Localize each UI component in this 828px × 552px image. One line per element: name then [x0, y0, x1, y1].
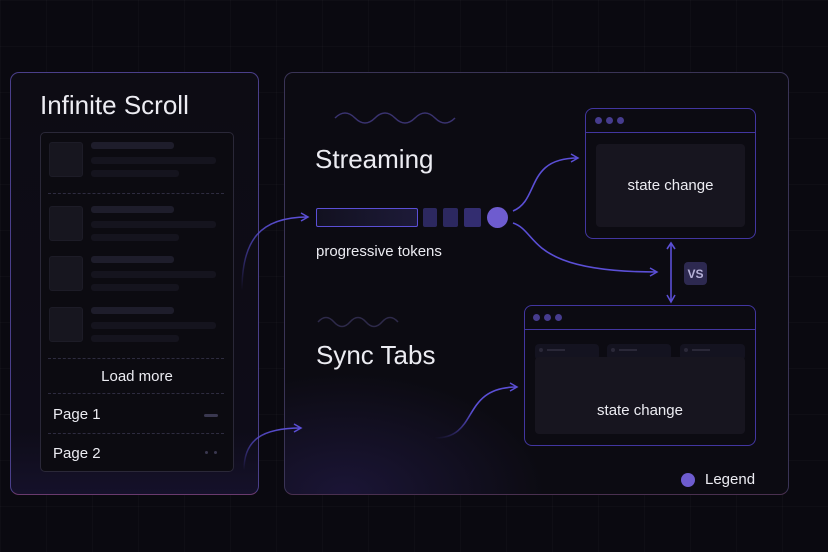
- vs-badge: VS: [684, 262, 707, 285]
- loading-dot-icon: [205, 451, 208, 454]
- window-dot-icon: [606, 117, 613, 124]
- tab[interactable]: [607, 344, 671, 360]
- skeleton-line: [91, 322, 216, 329]
- skeleton-line: [91, 307, 174, 314]
- list-box: [40, 132, 234, 472]
- skeleton-thumbnail: [49, 206, 83, 241]
- token-buffer: [316, 208, 418, 227]
- collapse-indicator-icon: [204, 414, 218, 417]
- arrow-to-sync: [243, 423, 303, 471]
- tab[interactable]: [535, 344, 599, 360]
- streaming-state-change: state change: [596, 144, 745, 227]
- skeleton-line: [91, 157, 216, 164]
- token: [464, 208, 481, 227]
- sync-tab-body: [535, 357, 745, 434]
- skeleton-line: [91, 206, 174, 213]
- window-header-divider: [525, 329, 755, 330]
- arrow-to-vs: [512, 222, 659, 277]
- load-more-button[interactable]: Load more: [101, 368, 173, 385]
- skeleton-thumbnail: [49, 142, 83, 177]
- skeleton-thumbnail: [49, 307, 83, 342]
- skeleton-line: [91, 284, 179, 291]
- skeleton-line: [91, 271, 216, 278]
- window-dot-icon: [617, 117, 624, 124]
- skeleton-thumbnail: [49, 256, 83, 291]
- skeleton-line: [91, 170, 179, 177]
- divider: [48, 433, 224, 434]
- window-dot-icon: [533, 314, 540, 321]
- arrow-to-window-2: [434, 382, 519, 439]
- loading-dot-icon: [214, 451, 217, 454]
- window-dot-icon: [555, 314, 562, 321]
- legend-dot-icon: [681, 473, 695, 487]
- divider: [48, 358, 224, 359]
- tab[interactable]: [680, 344, 745, 360]
- token-source-dot-icon: [487, 207, 508, 228]
- divider: [48, 193, 224, 194]
- page-1-item[interactable]: Page 1: [53, 406, 101, 423]
- skeleton-line: [91, 335, 179, 342]
- progressive-tokens-caption: progressive tokens: [316, 243, 442, 260]
- wave-decoration: [334, 112, 456, 124]
- legend-label: Legend: [705, 471, 756, 488]
- token: [423, 208, 437, 227]
- divider: [48, 393, 224, 394]
- infinite-scroll-title: Infinite Scroll: [40, 90, 189, 120]
- sync-tabs-title: Sync Tabs: [316, 340, 436, 370]
- wave-decoration: [317, 316, 399, 328]
- window-dot-icon: [595, 117, 602, 124]
- arrow-to-window-1: [512, 153, 580, 212]
- arrow-to-streaming: [241, 212, 310, 291]
- window-header-divider: [586, 132, 755, 133]
- streaming-title: Streaming: [315, 144, 434, 174]
- skeleton-line: [91, 221, 216, 228]
- page-2-item[interactable]: Page 2: [53, 445, 101, 462]
- window-dot-icon: [544, 314, 551, 321]
- token: [443, 208, 458, 227]
- sync-state-change: state change: [597, 402, 683, 419]
- skeleton-line: [91, 142, 174, 149]
- skeleton-line: [91, 256, 174, 263]
- skeleton-line: [91, 234, 179, 241]
